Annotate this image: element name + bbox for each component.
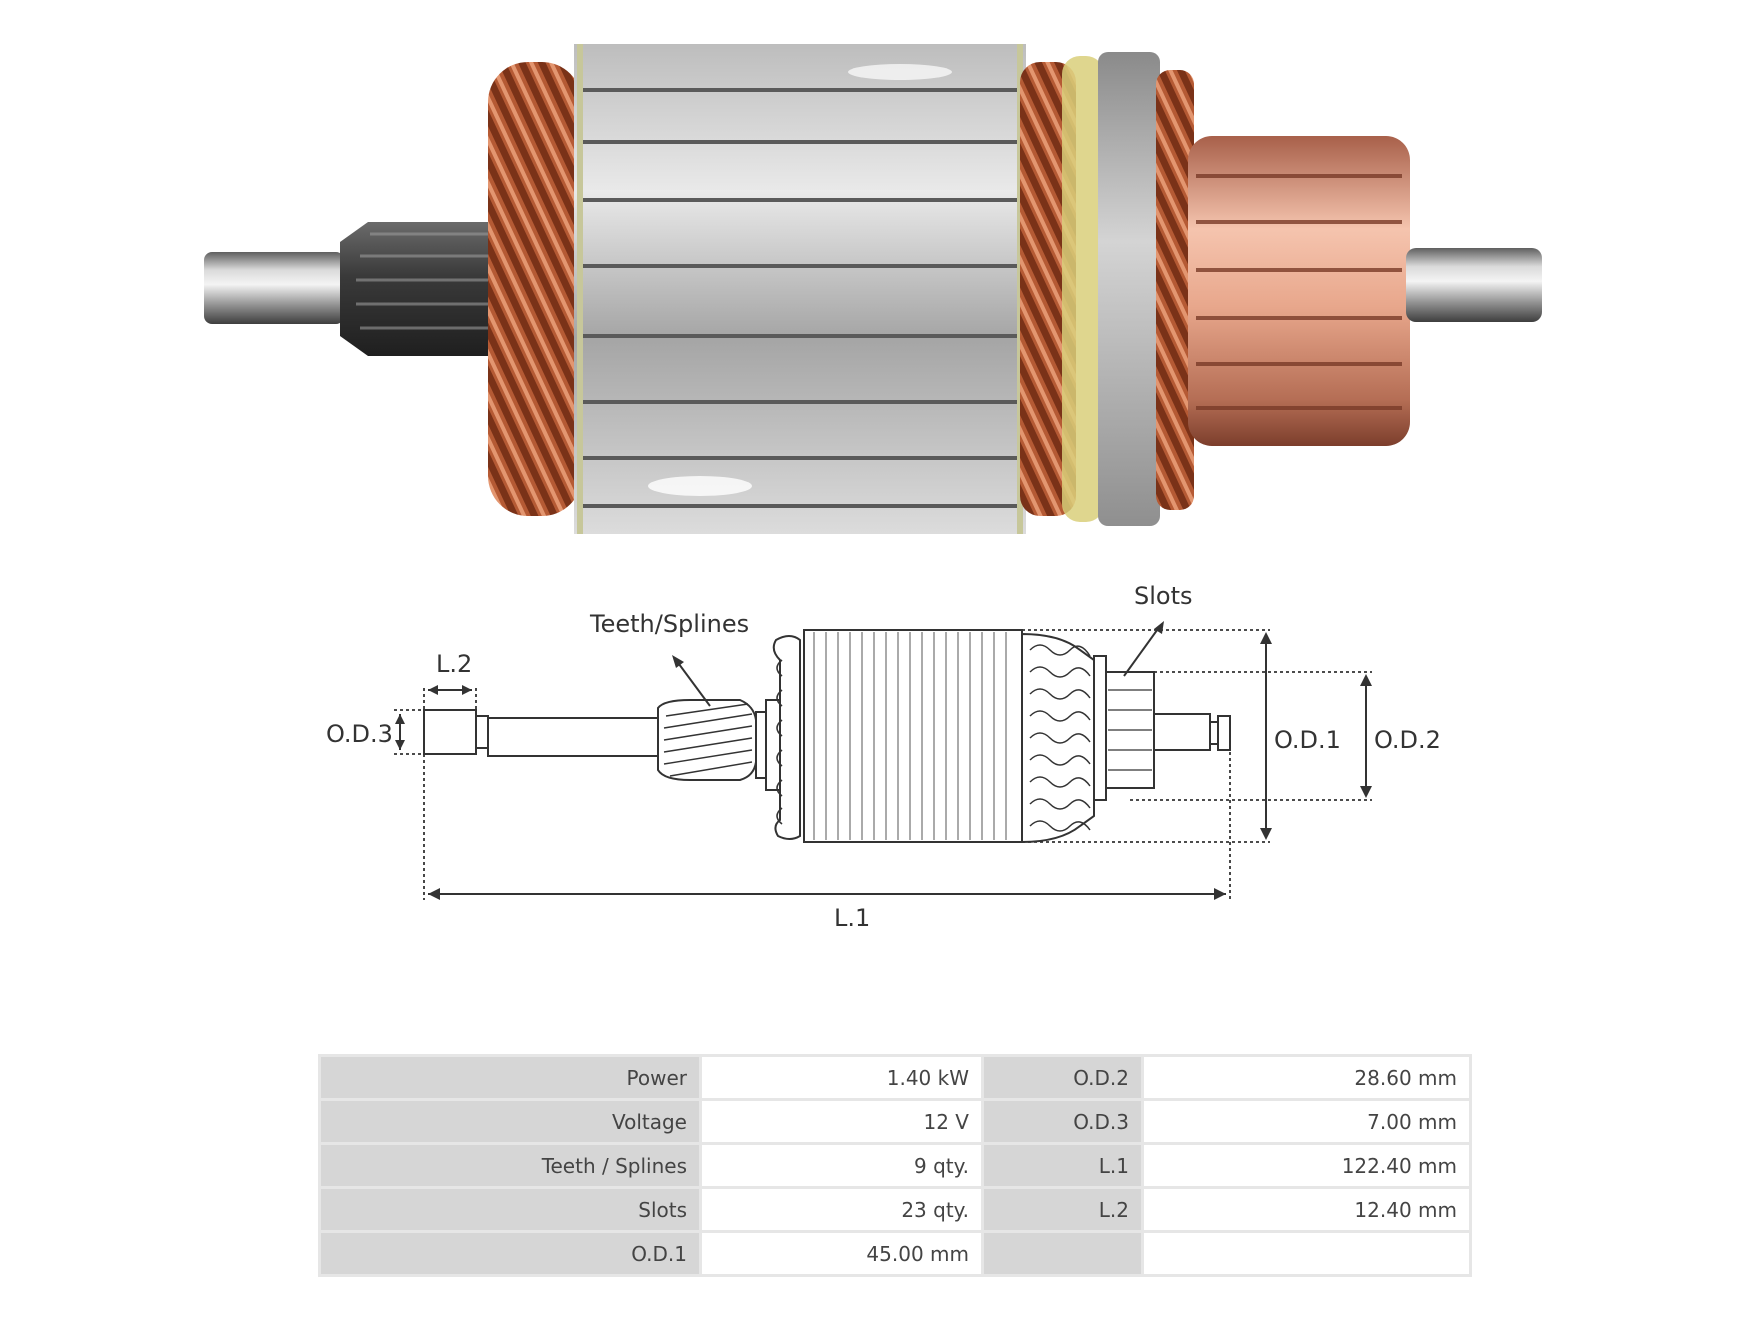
spec-value: 12.40 mm bbox=[1144, 1189, 1469, 1230]
spec-value: 23 qty. bbox=[702, 1189, 981, 1230]
core-outline bbox=[803, 629, 1023, 843]
left-winding-outline bbox=[772, 635, 801, 840]
spec-table: Power 1.40 kW O.D.2 28.60 mm Voltage 12 … bbox=[318, 1054, 1472, 1277]
commutator-risers bbox=[1156, 70, 1194, 510]
spec-key: L.2 bbox=[984, 1189, 1141, 1230]
spec-key: O.D.1 bbox=[321, 1233, 699, 1274]
dimension-drawing: Teeth/Splines Slots L.2 O.D.3 O.D.1 O.D.… bbox=[326, 582, 1441, 932]
left-winding bbox=[488, 62, 582, 516]
steel-ring bbox=[1098, 52, 1160, 526]
spec-key: O.D.3 bbox=[984, 1101, 1141, 1142]
label-slots: Slots bbox=[1134, 582, 1193, 610]
left-shaft bbox=[204, 252, 344, 324]
spec-key bbox=[984, 1233, 1141, 1274]
label-l2: L.2 bbox=[436, 650, 472, 678]
table-row: Teeth / Splines 9 qty. L.1 122.40 mm bbox=[321, 1145, 1469, 1186]
spec-key: O.D.2 bbox=[984, 1057, 1141, 1098]
resin-band bbox=[1062, 56, 1104, 522]
armature-photo bbox=[204, 44, 1542, 534]
table-row: O.D.1 45.00 mm bbox=[321, 1233, 1469, 1274]
spec-value: 12 V bbox=[702, 1101, 981, 1142]
commutator bbox=[1188, 136, 1410, 446]
label-od1: O.D.1 bbox=[1274, 726, 1341, 754]
spec-key: L.1 bbox=[984, 1145, 1141, 1186]
spec-value: 28.60 mm bbox=[1144, 1057, 1469, 1098]
spec-value: 1.40 kW bbox=[702, 1057, 981, 1098]
right-shaft bbox=[1406, 248, 1542, 322]
spec-key: Power bbox=[321, 1057, 699, 1098]
spec-value bbox=[1144, 1233, 1469, 1274]
table-row: Voltage 12 V O.D.3 7.00 mm bbox=[321, 1101, 1469, 1142]
spec-value: 122.40 mm bbox=[1144, 1145, 1469, 1186]
spec-value: 45.00 mm bbox=[702, 1233, 981, 1274]
label-l1: L.1 bbox=[834, 904, 870, 932]
label-od2: O.D.2 bbox=[1374, 726, 1441, 754]
pinion-gear bbox=[340, 222, 490, 356]
spec-key: Slots bbox=[321, 1189, 699, 1230]
shaft-end bbox=[423, 709, 477, 755]
spec-key: Teeth / Splines bbox=[321, 1145, 699, 1186]
spec-value: 7.00 mm bbox=[1144, 1101, 1469, 1142]
laminated-core bbox=[574, 44, 1026, 534]
label-teeth-splines: Teeth/Splines bbox=[589, 610, 749, 638]
shaft bbox=[487, 717, 659, 757]
label-od3: O.D.3 bbox=[326, 720, 393, 748]
table-row: Slots 23 qty. L.2 12.40 mm bbox=[321, 1189, 1469, 1230]
table-row: Power 1.40 kW O.D.2 28.60 mm bbox=[321, 1057, 1469, 1098]
spec-value: 9 qty. bbox=[702, 1145, 981, 1186]
right-winding-outline bbox=[1021, 632, 1095, 844]
spec-key: Voltage bbox=[321, 1101, 699, 1142]
